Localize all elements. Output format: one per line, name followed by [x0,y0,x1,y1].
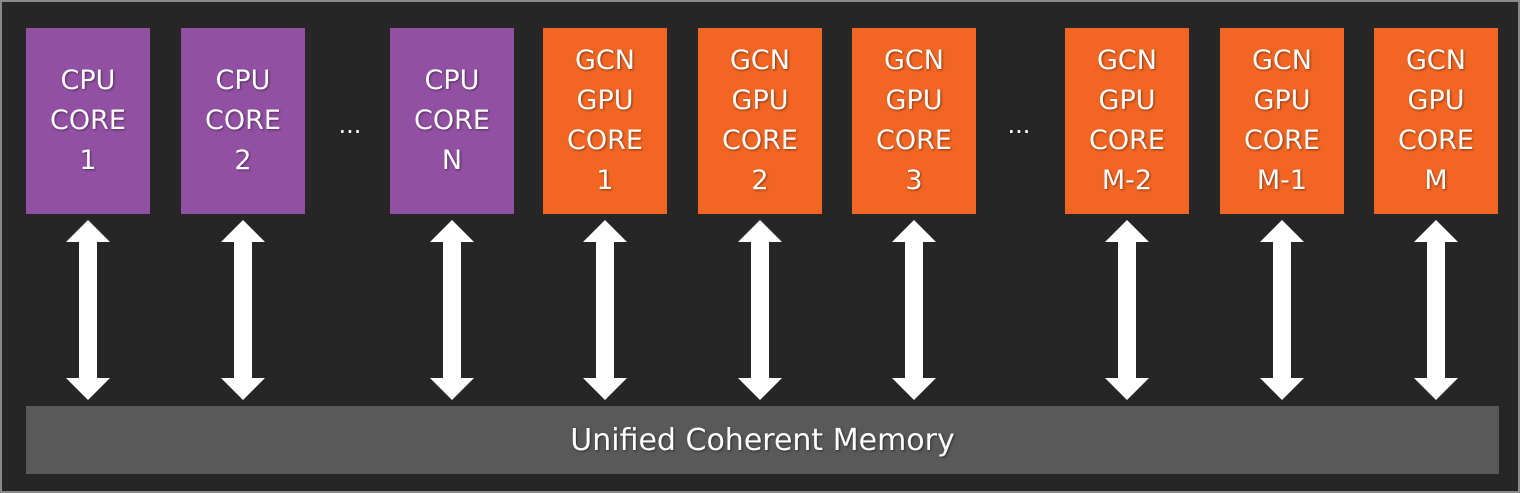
cpu-core-2-line-2: CORE [205,105,281,136]
gpu-core-2-line-1: GCN [730,45,790,76]
gpu-core-2: GCN GPU CORE 2 [698,28,822,214]
cpu-core-n-line-3: N [441,145,463,176]
gpu-core-m-1: GCN GPU CORE M-1 [1220,28,1344,214]
gpu-core-2-line-3: CORE [722,125,798,156]
gpu-core-m-2-line-1: GCN [1097,45,1157,76]
gpu-core-m-2: GCN GPU CORE M-2 [1065,28,1189,214]
bidirectional-arrow-icon [1260,220,1304,400]
gpu-core-m-1-line-3: CORE [1244,125,1320,156]
cpu-core-1-line-3: 1 [79,145,97,176]
cpu-core-1-line-2: CORE [50,105,126,136]
bidirectional-arrow-icon [738,220,782,400]
gpu-core-1: GCN GPU CORE 1 [543,28,667,214]
gpu-core-2-line-2: GPU [731,85,789,116]
bidirectional-arrow-icon [1414,220,1458,400]
cpu-core-n: CPU CORE N [390,28,514,214]
gpu-core-m-2-line-4: M-2 [1101,165,1153,196]
cpu-core-n-line-1: CPU [424,65,480,96]
gpu-core-m-line-2: GPU [1407,85,1465,116]
gpu-core-3-line-4: 3 [905,165,923,196]
gpu-core-m-1-line-1: GCN [1252,45,1312,76]
gpu-core-3-line-2: GPU [885,85,943,116]
gpu-core-m-line-1: GCN [1406,45,1466,76]
gpu-core-1-line-1: GCN [575,45,635,76]
cpu-core-1: CPU CORE 1 [26,28,150,214]
memory-label: Unified Coherent Memory [570,422,955,458]
gpu-core-m: GCN GPU CORE M [1374,28,1498,214]
cpu-core-1-line-1: CPU [60,65,116,96]
gpu-ellipsis: ... [1007,111,1031,139]
gpu-core-3-line-1: GCN [884,45,944,76]
gpu-core-m-line-4: M [1424,165,1448,196]
unified-memory-bar: Unified Coherent Memory [26,406,1499,474]
gpu-core-m-2-line-3: CORE [1089,125,1165,156]
gpu-core-m-1-line-4: M-1 [1256,165,1308,196]
cpu-core-2-line-1: CPU [215,65,271,96]
cpu-core-2-line-3: 2 [234,145,252,176]
bidirectional-arrow-icon [66,220,110,400]
cpu-ellipsis: ... [338,111,362,139]
gpu-core-3-line-3: CORE [876,125,952,156]
gpu-core-m-1-line-2: GPU [1253,85,1311,116]
gpu-core-1-line-2: GPU [576,85,634,116]
gpu-core-3: GCN GPU CORE 3 [852,28,976,214]
bidirectional-arrow-icon [221,220,265,400]
cpu-core-2: CPU CORE 2 [181,28,305,214]
bidirectional-arrow-icon [430,220,474,400]
gpu-core-1-line-3: CORE [567,125,643,156]
bidirectional-arrow-icon [583,220,627,400]
cpu-core-n-line-2: CORE [414,105,490,136]
gpu-core-2-line-4: 2 [751,165,769,196]
gpu-core-m-line-3: CORE [1398,125,1474,156]
bidirectional-arrow-icon [1105,220,1149,400]
bidirectional-arrow-icon [892,220,936,400]
gpu-core-m-2-line-2: GPU [1098,85,1156,116]
gpu-core-1-line-4: 1 [596,165,614,196]
